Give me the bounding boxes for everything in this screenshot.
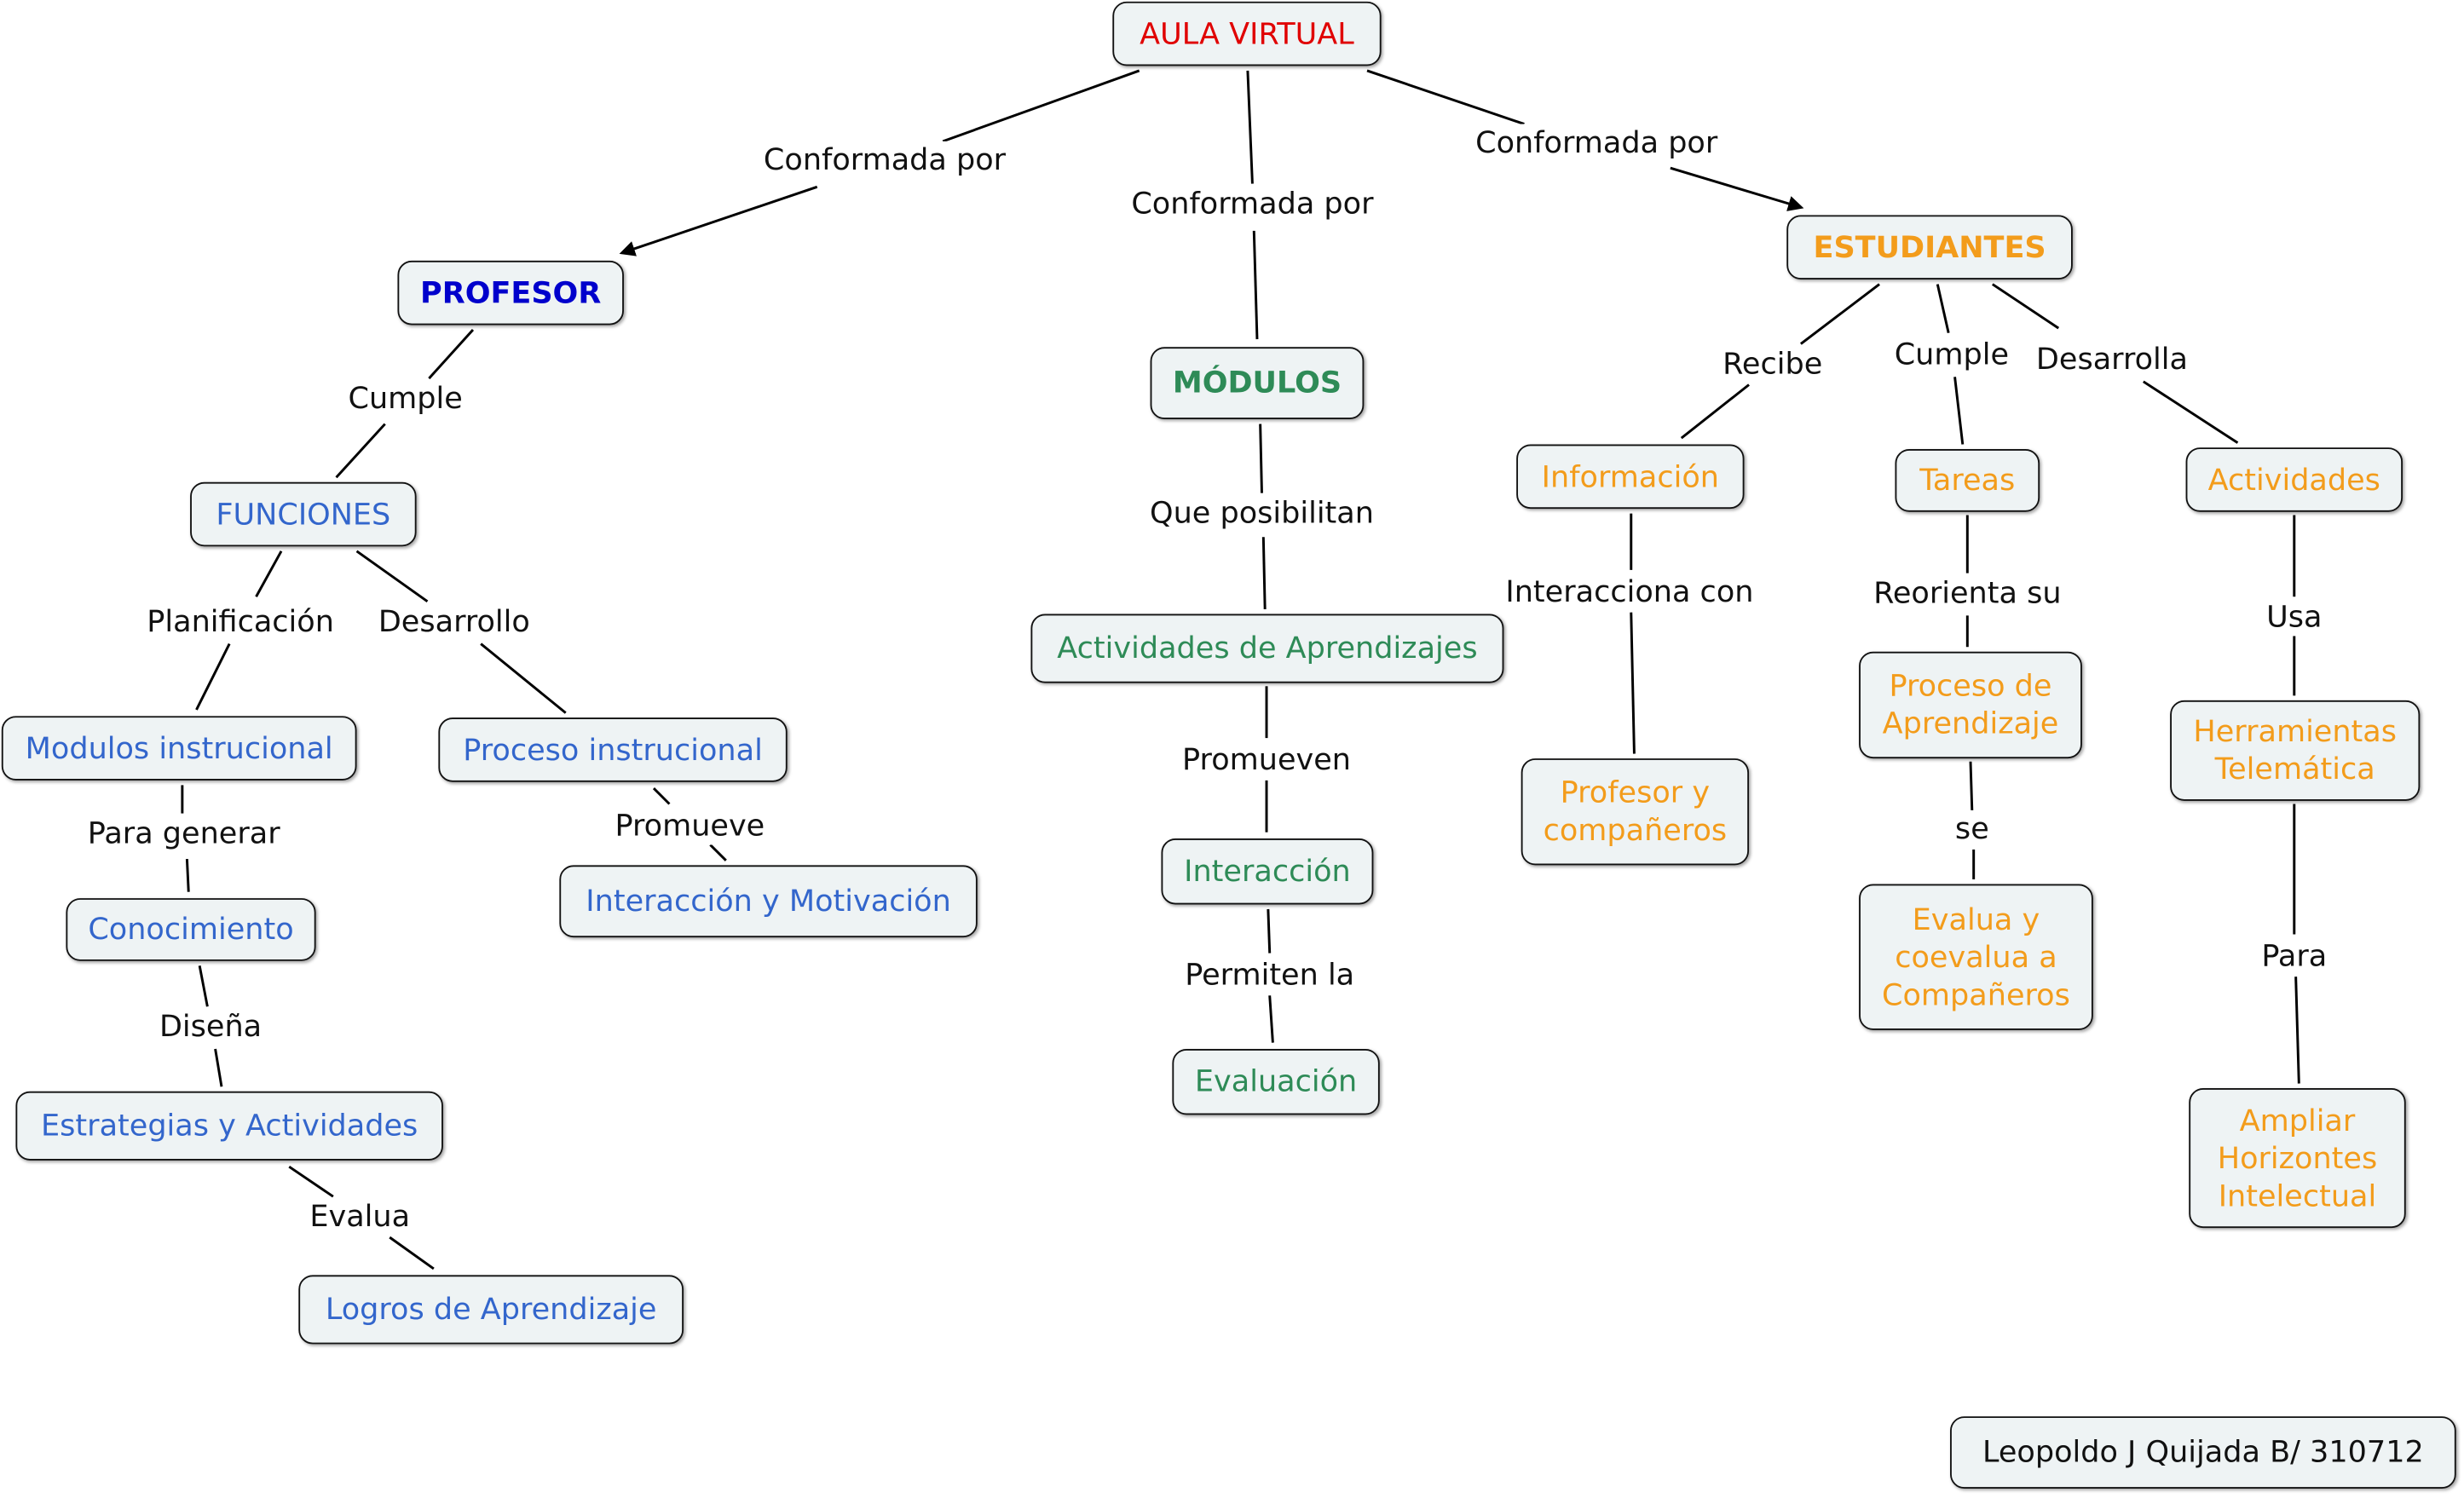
line-promueve-interaccion xyxy=(709,844,727,861)
line-aula-to-label-right xyxy=(1366,69,1525,125)
line-evalua-logros xyxy=(389,1236,435,1270)
label-para: Para xyxy=(2258,937,2330,976)
node-conocimiento[interactable]: Conocimiento xyxy=(66,898,316,961)
node-proceso-instrucional[interactable]: Proceso instrucional xyxy=(438,717,788,782)
label-desarrollo: Desarrollo xyxy=(375,602,534,641)
label-permiten-la: Permiten la xyxy=(1181,956,1358,994)
line-estudiantes-cumple xyxy=(1936,284,1950,333)
label-usa: Usa xyxy=(2263,598,2326,637)
line-interacciona-profesor xyxy=(1630,612,1636,754)
node-aula-virtual[interactable]: AULA VIRTUAL xyxy=(1112,1,1382,66)
label-promueve: Promueve xyxy=(611,807,768,845)
line-desarrolla-actividades xyxy=(2143,380,2239,444)
node-estrategias-y-actividades[interactable]: Estrategias y Actividades xyxy=(15,1091,443,1161)
label-cumple-estudiantes: Cumple xyxy=(1891,336,2012,374)
node-estudiantes[interactable]: ESTUDIANTES xyxy=(1786,215,2073,280)
label-conformada-por-modulos: Conformada por xyxy=(1128,185,1377,223)
line-recibe-informacion xyxy=(1680,383,1750,440)
line-funciones-desarrollo xyxy=(355,550,429,602)
label-cumple-profesor: Cumple xyxy=(344,379,466,418)
node-informacion[interactable]: Información xyxy=(1516,444,1745,510)
node-actividades[interactable]: Actividades xyxy=(2185,447,2403,512)
node-interaccion-y-motivacion[interactable]: Interacción y Motivación xyxy=(559,865,978,938)
node-evalua-y-coevalua[interactable]: Evalua y coevalua a Compañeros xyxy=(1859,884,2093,1030)
node-profesor[interactable]: PROFESOR xyxy=(397,260,624,326)
line-funciones-planificacion xyxy=(255,550,283,597)
label-promueven: Promueven xyxy=(1179,740,1354,780)
node-modulos-instrucional[interactable]: Modulos instrucional xyxy=(1,716,357,781)
line-to-modulos xyxy=(1252,230,1259,340)
label-conformada-por-profesor: Conformada por xyxy=(760,141,1009,180)
line-estudiantes-recibe xyxy=(1799,283,1880,345)
line-proceso-promueve xyxy=(652,787,671,805)
line-estudiantes-desarrolla xyxy=(1991,283,2060,330)
node-logros-de-aprendizaje[interactable]: Logros de Aprendizaje xyxy=(298,1275,684,1345)
line-desarrollo-proceso xyxy=(480,642,567,714)
line-estrategias-evalua xyxy=(288,1165,334,1198)
node-profesor-y-companeros[interactable]: Profesor y compañeros xyxy=(1521,758,1750,866)
label-se: se xyxy=(1952,809,1993,849)
label-reorienta-su: Reorienta su xyxy=(1870,574,2065,613)
line-permiten-evaluacion xyxy=(1268,995,1274,1043)
line-cumple-tareas xyxy=(1953,377,1965,445)
label-para-generar: Para generar xyxy=(84,815,284,853)
line-proceso-se xyxy=(1969,761,1974,812)
line-para-ampliar xyxy=(2294,977,2300,1084)
line-planificacion-modulos xyxy=(195,642,231,711)
label-que-posibilitan: Que posibilitan xyxy=(1146,494,1377,533)
node-tareas[interactable]: Tareas xyxy=(1895,449,2040,512)
label-desarrolla: Desarrolla xyxy=(2033,340,2191,379)
label-recibe: Recibe xyxy=(1719,345,1826,383)
line-interaccion-permiten xyxy=(1267,908,1272,954)
line-aula-to-label-left xyxy=(942,69,1140,143)
node-herramientas-telematica[interactable]: Herramientas Telemática xyxy=(2170,700,2421,801)
label-interacciona-con: Interacciona con xyxy=(1502,573,1757,611)
arrow-to-estudiantes xyxy=(1670,166,1804,211)
node-actividades-de-aprendizajes[interactable]: Actividades de Aprendizajes xyxy=(1030,614,1504,683)
author-credit: Leopoldo J Quijada B/ 310712 xyxy=(1950,1416,2456,1489)
line-modulos-queposibilitan xyxy=(1259,423,1263,493)
line-paragenerar-conocimiento xyxy=(185,858,190,892)
arrow-to-profesor xyxy=(619,185,818,256)
label-conformada-por-estudiantes: Conformada por xyxy=(1472,124,1721,162)
line-conocimiento-disena xyxy=(198,965,209,1007)
label-planificacion: Planificación xyxy=(143,602,338,641)
node-evaluacion[interactable]: Evaluación xyxy=(1172,1048,1380,1115)
line-disena-estrategias xyxy=(214,1048,223,1087)
node-funciones[interactable]: FUNCIONES xyxy=(190,481,417,547)
label-evalua: Evalua xyxy=(306,1198,413,1236)
label-disena: Diseña xyxy=(156,1008,265,1046)
node-interaccion[interactable]: Interacción xyxy=(1161,838,1374,905)
line-profesor-cumple xyxy=(428,328,475,380)
node-modulos[interactable]: MÓDULOS xyxy=(1150,347,1365,420)
node-ampliar-horizontes[interactable]: Ampliar Horizontes Intelectual xyxy=(2189,1088,2406,1229)
line-queposibilitan-actividades xyxy=(1261,537,1267,610)
line-cumple-funciones xyxy=(335,423,386,479)
node-proceso-de-aprendizaje[interactable]: Proceso de Aprendizaje xyxy=(1859,651,2082,759)
line-aula-to-label-center xyxy=(1246,70,1254,184)
